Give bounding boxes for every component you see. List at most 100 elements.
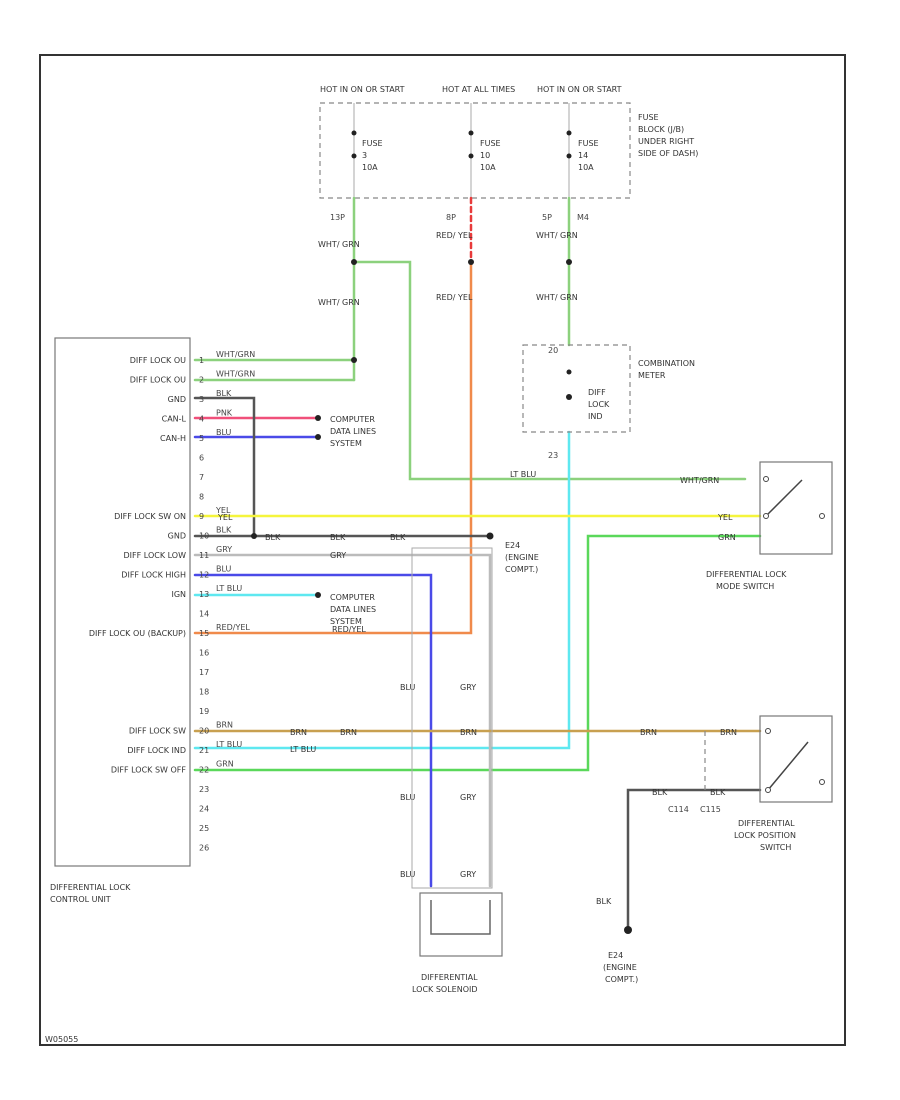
svg-text:DATA LINES: DATA LINES [330, 605, 376, 614]
cu-pin-number-23: 23 [199, 785, 209, 794]
cu-pin-number-9: 9 [199, 512, 204, 521]
cu-pin-label-4: CAN-L [162, 415, 187, 424]
lbl-brn-1: BRN [290, 728, 307, 737]
cu-pin-wire-12: BLU [216, 565, 232, 574]
svg-text:LOCK POSITION: LOCK POSITION [734, 831, 796, 840]
cu-pin-label-2: DIFF LOCK OU [130, 376, 186, 385]
mode-switch-box [759, 461, 833, 555]
cu-pin-wire-1: WHT/GRN [216, 350, 255, 359]
lbl-blk-gnd: BLK [596, 897, 612, 906]
svg-text:DIFFERENTIAL: DIFFERENTIAL [421, 973, 478, 982]
cu-pin-number-4: 4 [199, 415, 204, 424]
lbl-yel-right: YEL [717, 513, 733, 522]
cu-pin-wire-21: LT BLU [216, 740, 242, 749]
lbl-gry-1: GRY [330, 551, 346, 560]
lbl-gry-sol: GRY [460, 683, 476, 692]
cu-pin-wire-9: YEL [215, 506, 231, 515]
lbl-wg-2: WHT/ GRN [536, 231, 578, 240]
svg-text:(ENGINE: (ENGINE [603, 963, 637, 972]
lbl-ltblu-meter: LT BLU [510, 470, 536, 479]
lbl-blk-pos-2: BLK [710, 788, 726, 797]
svg-text:COMPUTER: COMPUTER [330, 415, 375, 424]
control-unit-name-2: CONTROL UNIT [50, 895, 111, 904]
svg-text:SYSTEM: SYSTEM [330, 617, 362, 626]
fuse-block-title-4: SIDE OF DASH) [638, 149, 698, 158]
cu-pin-label-13: IGN [171, 590, 186, 599]
cu-pin-number-1: 1 [199, 356, 204, 365]
cu-pin-label-1: DIFF LOCK OU [130, 356, 186, 365]
fuse-3-num: 3 [362, 151, 367, 160]
lbl-blk-pos: BLK [652, 788, 668, 797]
svg-text:DIFF: DIFF [588, 388, 606, 397]
fuse-pin-8p: 8P [446, 213, 456, 222]
computer-data-lines-2: COMPUTER DATA LINES SYSTEM [330, 593, 376, 626]
ground-e41-label: E24 (ENGINE COMPT.) [603, 951, 638, 984]
lbl-wg-1: WHT/ GRN [318, 240, 360, 249]
lbl-blu-sol: BLU [400, 683, 416, 692]
cu-pin-number-7: 7 [199, 473, 204, 482]
fuse-feed-3: HOT IN ON OR START [537, 85, 622, 94]
cu-pin-number-6: 6 [199, 454, 204, 463]
diff-lock-position-switch: DIFFERENTIAL LOCK POSITION SWITCH C114 C… [668, 715, 833, 852]
cu-pin-label-5: CAN-H [160, 434, 186, 443]
lbl-yel-left: YEL [217, 513, 233, 522]
fuse-block: HOT IN ON OR START HOT AT ALL TIMES HOT … [319, 85, 698, 222]
diagram-frame [39, 54, 846, 1046]
cu-pin-number-16: 16 [199, 649, 209, 658]
svg-text:COMBINATION: COMBINATION [638, 359, 695, 368]
svg-text:23: 23 [548, 451, 558, 460]
cu-pin-label-10: GND [168, 532, 186, 541]
control-unit-box [54, 337, 191, 867]
svg-text:COMPUTER: COMPUTER [330, 593, 375, 602]
lbl-brn-3: BRN [460, 728, 477, 737]
cu-pin-number-12: 12 [199, 571, 209, 580]
lbl-blu-3: BLU [400, 870, 416, 879]
cu-pin-wire-3: BLK [216, 389, 232, 398]
fuse-3-amp: 10A [362, 163, 378, 172]
lbl-blk-3: BLK [390, 533, 406, 542]
fuse-block-outline [319, 102, 631, 199]
lbl-brn-2: BRN [340, 728, 357, 737]
svg-text:DIFFERENTIAL: DIFFERENTIAL [738, 819, 795, 828]
svg-text:METER: METER [638, 371, 666, 380]
cu-pin-number-3: 3 [199, 395, 204, 404]
lbl-brn-4: BRN [640, 728, 657, 737]
fuse-10-num: 10 [480, 151, 490, 160]
lbl-grn-right: GRN [718, 533, 736, 542]
cu-pin-number-22: 22 [199, 766, 209, 775]
cu-pin-wire-20: BRN [216, 721, 233, 730]
cu-pin-number-15: 15 [199, 629, 209, 638]
fuse-feed-2: HOT AT ALL TIMES [442, 85, 515, 94]
fuse-block-title-1: FUSE [638, 113, 659, 122]
cu-pin-number-19: 19 [199, 707, 209, 716]
svg-text:MODE SWITCH: MODE SWITCH [716, 582, 774, 591]
cu-pin-label-15: DIFF LOCK OU (BACKUP) [89, 629, 186, 638]
cu-pin-number-8: 8 [199, 493, 204, 502]
svg-text:E24: E24 [608, 951, 623, 960]
solenoid-box [419, 892, 503, 957]
cu-pin-label-9: DIFF LOCK SW ON [114, 512, 186, 521]
svg-text:IND: IND [588, 412, 603, 421]
wire-blu-solenoid [193, 573, 433, 888]
wire-gry [193, 553, 492, 888]
svg-text:DIFFERENTIAL LOCK: DIFFERENTIAL LOCK [706, 570, 787, 579]
fuse-14-amp: 10A [578, 163, 594, 172]
position-switch-box [759, 715, 833, 803]
wire-wht-grn-branch [352, 260, 747, 481]
fuse-10-amp: 10A [480, 163, 496, 172]
svg-text:COMPT.): COMPT.) [505, 565, 538, 574]
fuse-3-name: FUSE [362, 139, 383, 148]
cu-pin-wire-22: GRN [216, 760, 234, 769]
combination-meter: COMBINATION METER DIFF LOCK IND 20 23 [522, 344, 695, 460]
cu-pin-wire-11: GRY [216, 545, 232, 554]
svg-text:SYSTEM: SYSTEM [330, 439, 362, 448]
ground-e24-label: E24 (ENGINE COMPT.) [505, 541, 539, 574]
wire-lt-blu-meter [193, 430, 571, 750]
control-unit-name-1: DIFFERENTIAL LOCK [50, 883, 131, 892]
lbl-blk-1: BLK [265, 533, 281, 542]
cu-pin-number-21: 21 [199, 746, 209, 755]
fuse-pin-m4: M4 [577, 213, 589, 222]
cu-pin-number-20: 20 [199, 727, 209, 736]
